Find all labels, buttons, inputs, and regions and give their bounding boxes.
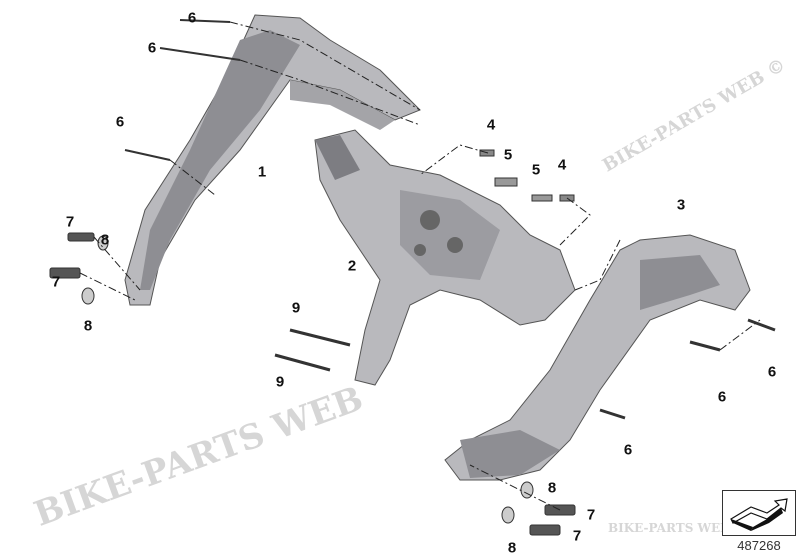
part-3-right-bracket[interactable] [444,234,751,481]
callout-1[interactable]: 1 [257,163,267,181]
callout-7[interactable]: 7 [572,527,582,545]
part-1-left-bracket[interactable] [124,14,421,306]
arrow-icon [730,498,788,531]
orientation-arrow-box [722,490,796,536]
callout-6[interactable]: 6 [767,363,777,381]
diagram-reference-number: 487268 [737,538,781,553]
callout-8[interactable]: 8 [83,317,93,335]
callout-6[interactable]: 6 [115,113,125,131]
callout-5[interactable]: 5 [531,161,541,179]
callout-6[interactable]: 6 [147,39,157,57]
callout-8[interactable]: 8 [507,539,517,557]
callout-7[interactable]: 7 [586,506,596,524]
callout-3[interactable]: 3 [676,196,686,214]
callout-8[interactable]: 8 [547,479,557,497]
callout-4[interactable]: 4 [486,116,496,134]
callout-6[interactable]: 6 [717,388,727,406]
callout-9[interactable]: 9 [275,373,285,391]
callout-2[interactable]: 2 [347,257,357,275]
callout-5[interactable]: 5 [503,146,513,164]
callout-8[interactable]: 8 [100,231,110,249]
callout-7[interactable]: 7 [65,213,75,231]
callout-6[interactable]: 6 [187,9,197,27]
callout-7[interactable]: 7 [51,273,61,291]
leader-lines [79,21,761,511]
fasteners [49,19,776,536]
callout-6[interactable]: 6 [623,441,633,459]
callout-4[interactable]: 4 [557,156,567,174]
callout-9[interactable]: 9 [291,299,301,317]
part-2-center-bracket[interactable] [314,129,576,386]
